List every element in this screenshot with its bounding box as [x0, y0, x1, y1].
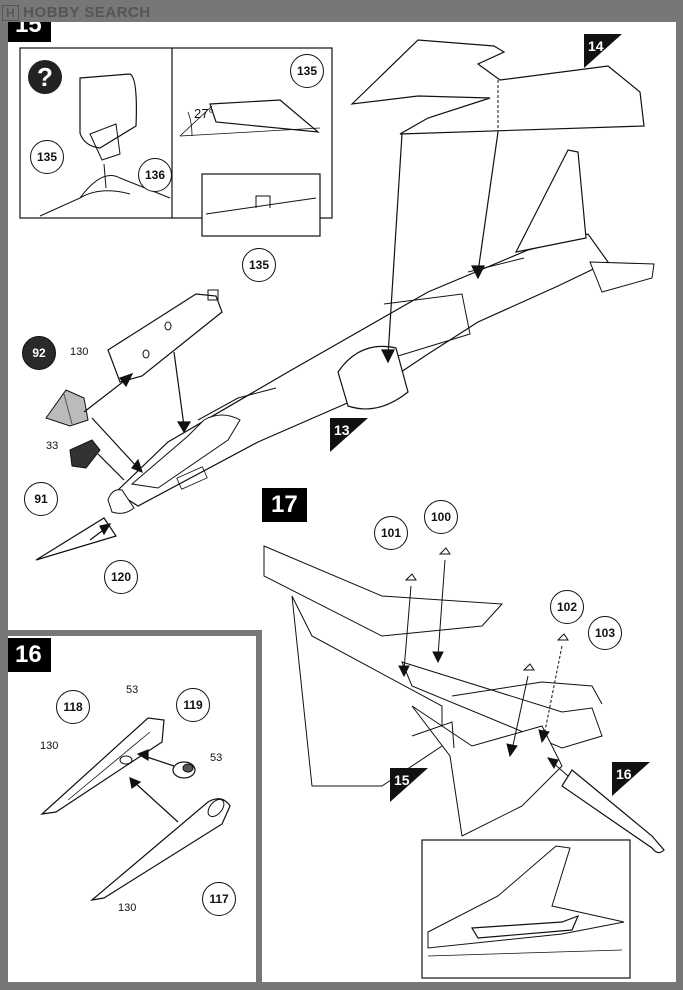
wing-underside-drawing: [263, 545, 665, 979]
watermark-text: HOBBY SEARCH: [23, 4, 151, 21]
step-16-panel: 16 118 53 119 130 53 130 117: [8, 636, 256, 982]
step-15-inset-box: [19, 47, 333, 237]
ref-step-13: 13: [330, 418, 368, 452]
callout-103: 103: [588, 616, 622, 650]
ref-step-13-number: 13: [334, 422, 350, 438]
callout-135-canopy: 135: [242, 248, 276, 282]
callout-119: 119: [176, 688, 210, 722]
question-mark-icon: ?: [28, 60, 62, 94]
ref-step-16-number: 16: [616, 766, 632, 782]
ref-step-15-number: 15: [394, 772, 410, 788]
callout-135-inset-left: 135: [30, 140, 64, 174]
label-53-lower: 53: [210, 752, 223, 764]
label-130-upper: 130: [40, 740, 59, 752]
ref-step-14: 14: [584, 34, 622, 68]
step-15-number: 15: [8, 22, 51, 42]
missile-drawing: [40, 717, 231, 901]
callout-117: 117: [202, 882, 236, 916]
ref-step-16: 16: [612, 762, 650, 796]
callout-92: 92: [22, 336, 56, 370]
callout-100: 100: [424, 500, 458, 534]
callout-120: 120: [104, 560, 138, 594]
angle-label: 27°: [194, 106, 214, 121]
callout-118: 118: [56, 690, 90, 724]
label-53-upper: 53: [126, 684, 139, 696]
label-130-lower: 130: [118, 902, 137, 914]
callout-135-inset-right: 135: [290, 54, 324, 88]
label-33: 33: [46, 440, 59, 452]
step-17-panel: 17 101 100 102 103 15 16: [262, 486, 676, 982]
step-17-number: 17: [262, 488, 307, 522]
ref-step-15: 15: [390, 768, 428, 802]
callout-136: 136: [138, 158, 172, 192]
callout-102: 102: [550, 590, 584, 624]
watermark-logo-icon: H: [2, 5, 20, 21]
aircraft-fuselage-drawing: [35, 39, 655, 561]
step-16-number: 16: [8, 638, 51, 672]
callout-91: 91: [24, 482, 58, 516]
ref-step-14-number: 14: [588, 38, 604, 54]
label-130-windshield: 130: [70, 346, 89, 358]
callout-101: 101: [374, 516, 408, 550]
